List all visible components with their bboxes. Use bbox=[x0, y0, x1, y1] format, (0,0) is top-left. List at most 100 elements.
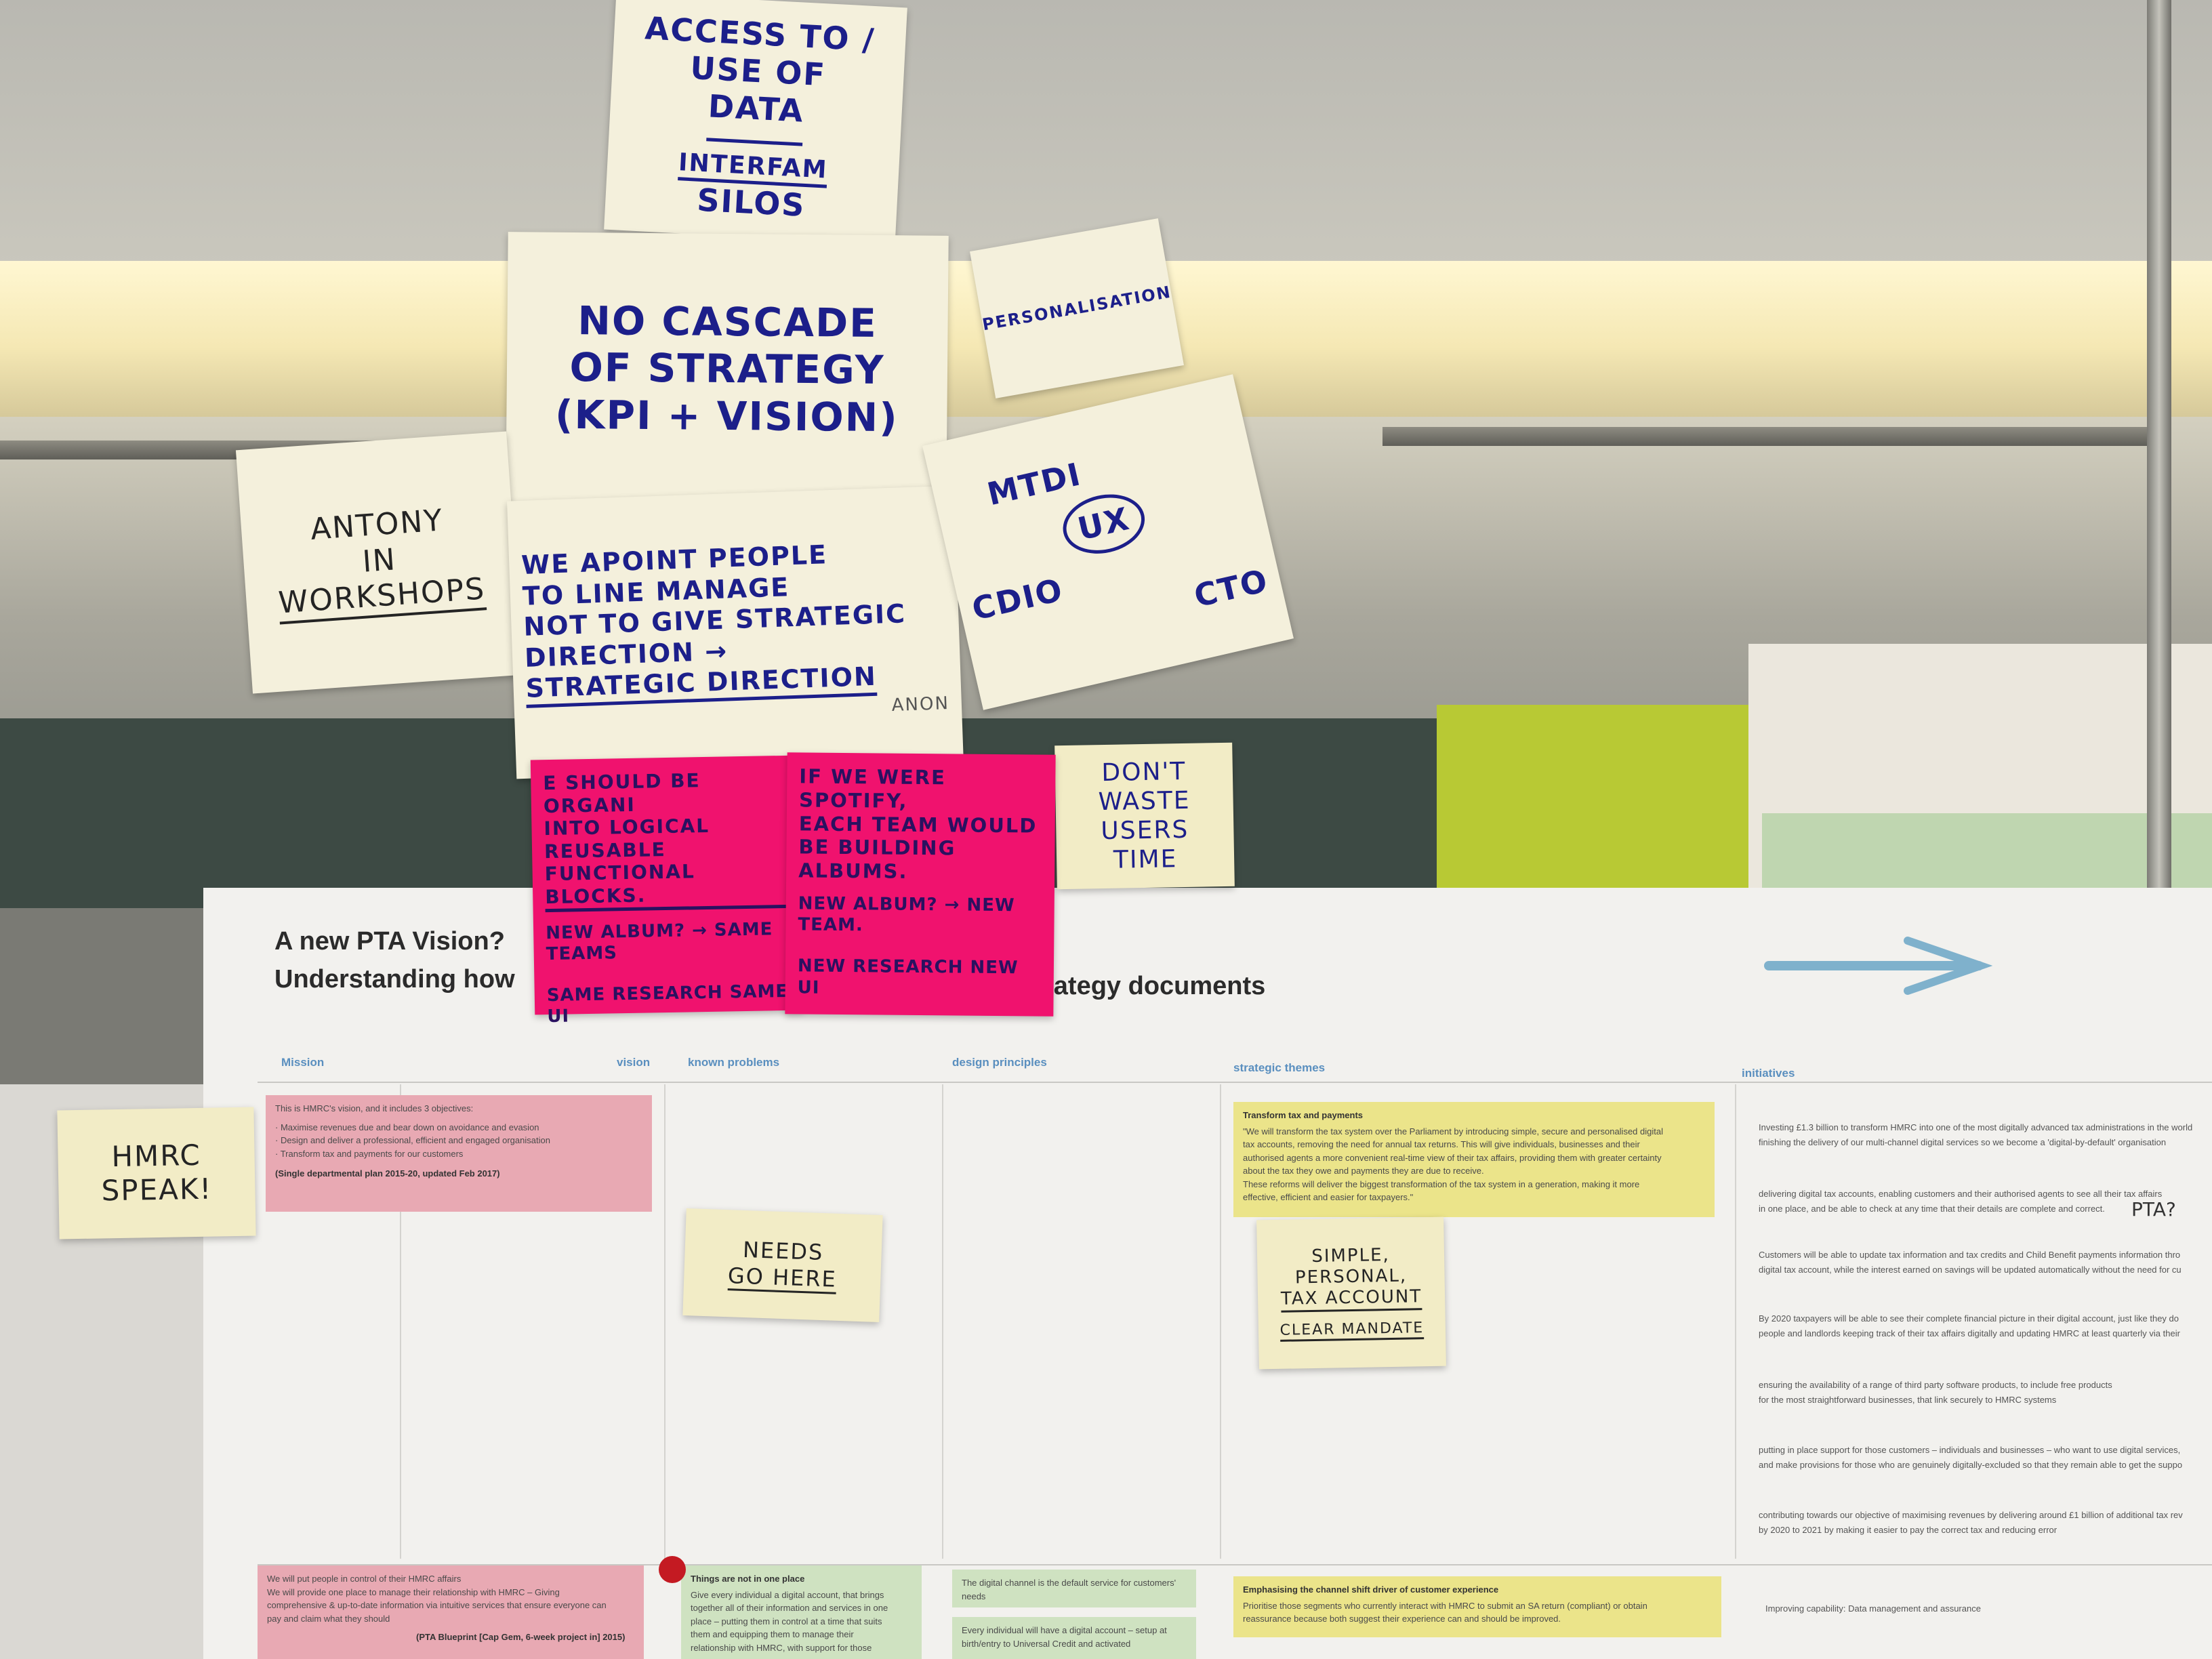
column-header-known-problems: known problems bbox=[688, 1056, 780, 1069]
column-header-strategic-themes: strategic themes bbox=[1233, 1061, 1326, 1074]
bottom-mission-line: We will provide one place to manage thei… bbox=[267, 1586, 560, 1597]
support-pole bbox=[2147, 0, 2171, 901]
mission-intro: This is HMRC's vision, and it includes 3… bbox=[275, 1103, 474, 1113]
note-simple-personal-tax-account: SIMPLE, PERSONAL, TAX ACCOUNT CLEAR MAND… bbox=[1256, 1216, 1446, 1370]
note-text: NO CASCADE bbox=[577, 297, 878, 346]
note-text: IN bbox=[361, 541, 398, 579]
bottom-principle-text: Every individual will have a digital acc… bbox=[962, 1625, 1167, 1649]
bottom-theme-line: Prioritise those segments who currently … bbox=[1243, 1600, 1647, 1611]
initiative-text: for the most straightforward businesses,… bbox=[1759, 1395, 2057, 1405]
mission-source: (Single departmental plan 2015-20, updat… bbox=[275, 1168, 500, 1179]
bottom-principle-box: Every individual will have a digital acc… bbox=[952, 1617, 1196, 1659]
initiative-text: and make provisions for those who are ge… bbox=[1759, 1460, 2183, 1470]
handwritten-pta-question: PTA? bbox=[2131, 1198, 2176, 1221]
bottom-problem-line: together all of their information and se… bbox=[691, 1603, 888, 1613]
initiative-text: people and landlords keeping track of th… bbox=[1759, 1328, 2180, 1338]
light-fixture-right bbox=[1382, 427, 2169, 446]
mission-item: · Maximise revenues due and bear down on… bbox=[275, 1122, 539, 1132]
poster-arrow-icon bbox=[1764, 937, 1992, 995]
bottom-problem-line: Give every individual a digital account,… bbox=[691, 1589, 884, 1600]
note-text: ACCESS TO / bbox=[644, 9, 876, 59]
poster-column-divider bbox=[1735, 1084, 1736, 1559]
bottom-mission-line: We will put people in control of their H… bbox=[267, 1574, 462, 1584]
note-text: DON'T bbox=[1101, 757, 1187, 787]
bottom-problem-box: Things are not in one place Give every i… bbox=[681, 1565, 922, 1659]
note-text: UX bbox=[1057, 486, 1151, 562]
strategic-theme-box: Transform tax and payments "We will tran… bbox=[1233, 1102, 1715, 1217]
note-no-cascade-of-strategy: NO CASCADE OF STRATEGY (KPI + VISION) bbox=[506, 232, 949, 507]
note-text: CDIO bbox=[968, 571, 1067, 628]
column-header-mission: Mission bbox=[281, 1056, 325, 1069]
bottom-mission-line: pay and claim what they should bbox=[267, 1613, 390, 1624]
theme-line: about the tax they owe and payments they… bbox=[1243, 1166, 1484, 1176]
mission-item: · Design and deliver a professional, eff… bbox=[275, 1135, 550, 1145]
note-text: CTO bbox=[1191, 562, 1272, 615]
note-access-to-data: ACCESS TO / USE OF DATA INTERFAM SILOS bbox=[604, 0, 907, 245]
poster-column-divider bbox=[1220, 1084, 1221, 1559]
initiative-text: Investing £1.3 billion to transform HMRC… bbox=[1759, 1122, 2193, 1132]
note-text: WORKSHOPS bbox=[277, 571, 487, 625]
poster-row-divider-top bbox=[258, 1082, 2212, 1083]
column-header-vision: vision bbox=[617, 1056, 651, 1069]
theme-title: Transform tax and payments bbox=[1243, 1110, 1363, 1120]
note-text: SAME RESEARCH SAME UI bbox=[546, 981, 789, 1027]
note-text: OF STRATEGY bbox=[569, 344, 885, 394]
note-text: FUNCTIONAL BLOCKS. bbox=[544, 859, 790, 912]
bottom-principle-text: The digital channel is the default servi… bbox=[962, 1578, 1176, 1601]
note-text: NEEDS bbox=[742, 1237, 825, 1266]
note-text: ANTONY bbox=[309, 503, 445, 547]
note-text: TAX ACCOUNT bbox=[1280, 1286, 1422, 1313]
poster-column-divider bbox=[400, 1084, 401, 1559]
note-text: USERS bbox=[1101, 815, 1189, 846]
bottom-problem-line: them and equipping them to manage their bbox=[691, 1629, 854, 1639]
bottom-mission-line: comprehensive & up-to-date information v… bbox=[267, 1600, 607, 1610]
bottom-initiative-text: Improving capability: Data management an… bbox=[1765, 1603, 1981, 1614]
note-text: DATA bbox=[706, 87, 805, 146]
red-sticker-dot bbox=[659, 1556, 686, 1583]
column-header-initiatives: initiatives bbox=[1742, 1067, 1795, 1080]
note-text: GO HERE bbox=[727, 1262, 838, 1294]
note-line-manage: WE APOINT PEOPLE TO LINE MANAGE NOT TO G… bbox=[507, 485, 964, 779]
note-reusable-blocks: E SHOULD BE ORGANI INTO LOGICAL REUSABLE… bbox=[530, 755, 804, 1027]
note-hmrc-speak: HMRC SPEAK! bbox=[57, 1107, 256, 1240]
initiative-text: Customers will be able to update tax inf… bbox=[1759, 1250, 2181, 1260]
note-text: BE BUILDING ALBUMS. bbox=[798, 835, 956, 884]
note-spotify-albums: IF WE WERE SPOTIFY, EACH TEAM WOULD BE B… bbox=[785, 752, 1056, 1017]
note-text: SILOS bbox=[696, 181, 806, 224]
mission-item: · Transform tax and payments for our cus… bbox=[275, 1148, 464, 1159]
note-text: HMRC bbox=[111, 1138, 202, 1173]
note-text: E SHOULD BE ORGANI bbox=[543, 769, 701, 817]
theme-line: authorised agents a more convenient real… bbox=[1243, 1152, 1662, 1163]
note-text: PERSONALISATION bbox=[981, 282, 1173, 334]
note-text: SIMPLE, bbox=[1311, 1245, 1391, 1267]
theme-line: "We will transform the tax system over t… bbox=[1243, 1126, 1663, 1136]
initiative-text: contributing towards our objective of ma… bbox=[1759, 1510, 2183, 1520]
initiative-text: By 2020 taxpayers will be able to see th… bbox=[1759, 1313, 2179, 1324]
poster-title-line3: rategy documents bbox=[1044, 972, 1266, 1000]
poster-title-line1: A new PTA Vision? bbox=[274, 927, 505, 956]
poster-title-line2: Understanding how bbox=[274, 965, 515, 994]
initiative-text: putting in place support for those custo… bbox=[1759, 1445, 2181, 1455]
note-needs-go-here: NEEDS GO HERE bbox=[682, 1208, 883, 1323]
bottom-problem-line: relationship with HMRC, with support for… bbox=[691, 1642, 872, 1653]
note-text: INTO LOGICAL REUSABLE bbox=[544, 815, 710, 863]
note-text: NEW ALBUM? → SAME TEAMS bbox=[545, 918, 773, 964]
initiative-text: digital tax account, while the interest … bbox=[1759, 1265, 2182, 1275]
note-dont-waste-users-time: DON'T WASTE USERS TIME bbox=[1054, 742, 1235, 890]
initiative-text: finishing the delivery of our multi-chan… bbox=[1759, 1137, 2167, 1147]
initiative-text: delivering digital tax accounts, enablin… bbox=[1759, 1189, 2163, 1199]
bottom-principle-box: The digital channel is the default servi… bbox=[952, 1570, 1196, 1607]
note-text: EACH TEAM WOULD bbox=[798, 812, 1038, 838]
initiative-text: in one place, and be able to check at an… bbox=[1759, 1204, 2105, 1214]
poster-column-divider bbox=[942, 1084, 943, 1559]
bottom-theme-line: reassurance because both suggest their e… bbox=[1243, 1614, 1561, 1624]
theme-line: These reforms will deliver the biggest t… bbox=[1243, 1179, 1640, 1189]
initiative-text: ensuring the availability of a range of … bbox=[1759, 1380, 2112, 1390]
poster-column-divider bbox=[664, 1084, 665, 1559]
bottom-theme-title: Emphasising the channel shift driver of … bbox=[1243, 1584, 1499, 1595]
initiative-text: by 2020 to 2021 by making it easier to p… bbox=[1759, 1525, 2057, 1535]
mission-box: This is HMRC's vision, and it includes 3… bbox=[266, 1095, 652, 1212]
poster-row-divider-bottom bbox=[258, 1564, 2212, 1565]
bottom-mission-box: We will put people in control of their H… bbox=[258, 1565, 644, 1659]
bottom-theme-box: Emphasising the channel shift driver of … bbox=[1233, 1576, 1721, 1637]
